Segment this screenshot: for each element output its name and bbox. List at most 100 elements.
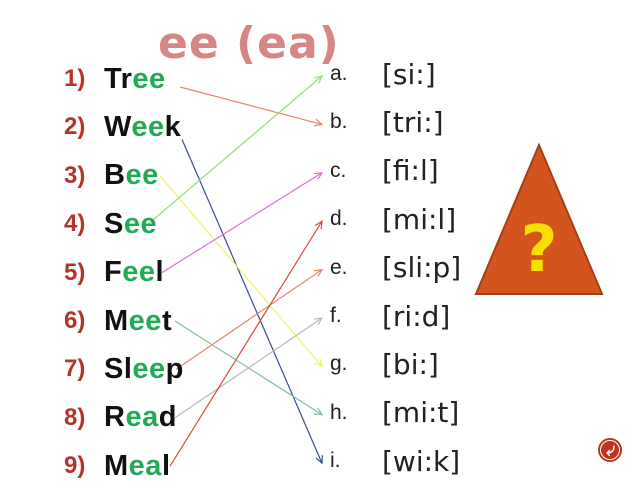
- word-number: 3): [64, 161, 86, 189]
- connection-line: [159, 175, 323, 367]
- transcription-item: h. [mi:t]: [330, 389, 459, 437]
- word-item: 2) Week: [64, 103, 181, 151]
- word-number: 7): [64, 355, 86, 383]
- connection-line: [175, 269, 323, 370]
- transcription-text: [mi:t]: [382, 396, 460, 430]
- connection-line: [179, 86, 323, 125]
- arrowhead-icon: [314, 75, 324, 84]
- word-letters: B: [104, 159, 126, 192]
- word-text: Bee: [104, 159, 159, 192]
- transcription-item: e.[sli:p]: [330, 244, 461, 292]
- transcription-text: [wi:k]: [382, 444, 461, 478]
- word-item: 4) See: [64, 200, 157, 248]
- transcription-text: [bi:]: [382, 347, 439, 381]
- transcription-item: i. [wi:k]: [330, 437, 460, 485]
- word-letters: l: [161, 449, 171, 482]
- return-arrow-icon: [598, 438, 622, 462]
- word-text: Read: [104, 401, 177, 434]
- transcription-letter: g.: [330, 352, 348, 376]
- word-number: 1): [64, 65, 86, 92]
- transcription-item: a. [si:]: [330, 50, 436, 98]
- transcription-text: [si:]: [382, 57, 436, 91]
- transcription-letter: a.: [330, 62, 348, 85]
- word-number: 6): [64, 307, 86, 334]
- transcription-letter: f.: [330, 304, 342, 327]
- connection-line: [174, 317, 323, 419]
- word-letters: R: [104, 401, 126, 434]
- word-number: 4): [64, 210, 86, 238]
- transcription-list: a. [si:] b. [tri:] c. [fi:l] d. [mi:l] e.[sli:p]…: [330, 0, 490, 480]
- connection-line: [147, 75, 323, 225]
- arrowhead-icon: [314, 118, 324, 127]
- word-letters: M: [104, 304, 129, 337]
- connection-line: [169, 220, 323, 467]
- transcription-letter: d.: [330, 207, 348, 231]
- arrowhead-icon: [315, 455, 323, 465]
- word-number: 8): [64, 403, 86, 431]
- word-letters: W: [104, 110, 132, 143]
- word-number: 2): [64, 113, 86, 141]
- word-text: Meal: [104, 450, 171, 483]
- transcription-item: f. [ri:d]: [330, 292, 450, 340]
- connection-line: [181, 139, 323, 464]
- arrowhead-icon: [313, 172, 324, 180]
- word-letters: l: [155, 256, 165, 289]
- transcription-text: [ri:d]: [382, 299, 451, 333]
- word-vowel-highlight: ee: [128, 304, 162, 337]
- word-letters: F: [104, 256, 123, 289]
- warning-triangle-icon: [474, 142, 604, 295]
- word-vowel-highlight: ea: [128, 449, 162, 482]
- word-item: 9) Meal: [64, 442, 171, 490]
- return-button[interactable]: [597, 437, 623, 463]
- word-text: Sleep: [104, 353, 184, 386]
- word-text: Tree: [104, 63, 166, 96]
- transcription-text: [mi:l]: [382, 202, 457, 236]
- word-vowel-highlight: ee: [123, 207, 158, 240]
- arrowhead-icon: [314, 220, 323, 230]
- arrowhead-icon: [313, 317, 324, 326]
- arrowhead-icon: [313, 407, 324, 416]
- word-item: 8) Read: [64, 394, 177, 442]
- connection-line: [161, 172, 323, 274]
- word-letters: k: [164, 110, 182, 143]
- word-letters: p: [165, 352, 184, 385]
- transcription-item: b. [tri:]: [330, 98, 444, 146]
- transcription-text: [tri:]: [382, 105, 444, 139]
- word-letters: t: [161, 304, 173, 337]
- word-letters: S: [104, 207, 124, 240]
- transcription-letter: c.: [330, 158, 347, 182]
- word-vowel-highlight: ea: [125, 401, 159, 434]
- transcription-letter: b.: [330, 110, 348, 134]
- word-text: See: [104, 208, 157, 241]
- word-vowel-highlight: ee: [131, 110, 165, 143]
- word-text: Week: [104, 111, 181, 144]
- word-number: 5): [64, 258, 86, 286]
- matching-lines: [147, 75, 324, 467]
- page-title: ee (ea): [158, 18, 340, 69]
- word-item: 5) Feel: [64, 249, 164, 297]
- transcription-letter: i.: [330, 449, 341, 473]
- word-letters: Tr: [104, 62, 133, 95]
- transcription-item: d. [mi:l]: [330, 195, 456, 243]
- word-letters: d: [158, 401, 177, 434]
- transcription-letter: h.: [330, 400, 348, 424]
- word-text: Meet: [104, 305, 172, 338]
- word-number: 9): [64, 452, 86, 480]
- arrowhead-icon: [314, 358, 323, 368]
- word-text: Feel: [104, 256, 164, 289]
- word-letters: M: [104, 449, 129, 482]
- word-letters: Sl: [104, 352, 133, 385]
- word-item: 3) Bee: [64, 152, 159, 200]
- word-item: 7) Sleep: [64, 345, 184, 393]
- transcription-text: [sli:p]: [382, 251, 462, 285]
- word-vowel-highlight: ee: [132, 62, 166, 95]
- word-item: 1) Tree: [64, 55, 166, 103]
- arrowhead-icon: [313, 268, 324, 277]
- transcription-text: [fi:l]: [382, 154, 439, 188]
- word-vowel-highlight: ee: [125, 159, 159, 192]
- question-mark-icon: ?: [520, 213, 558, 287]
- word-item: 6) Meet: [64, 297, 172, 345]
- transcription-item: g. [bi:]: [330, 340, 439, 388]
- transcription-item: c. [fi:l]: [330, 147, 439, 195]
